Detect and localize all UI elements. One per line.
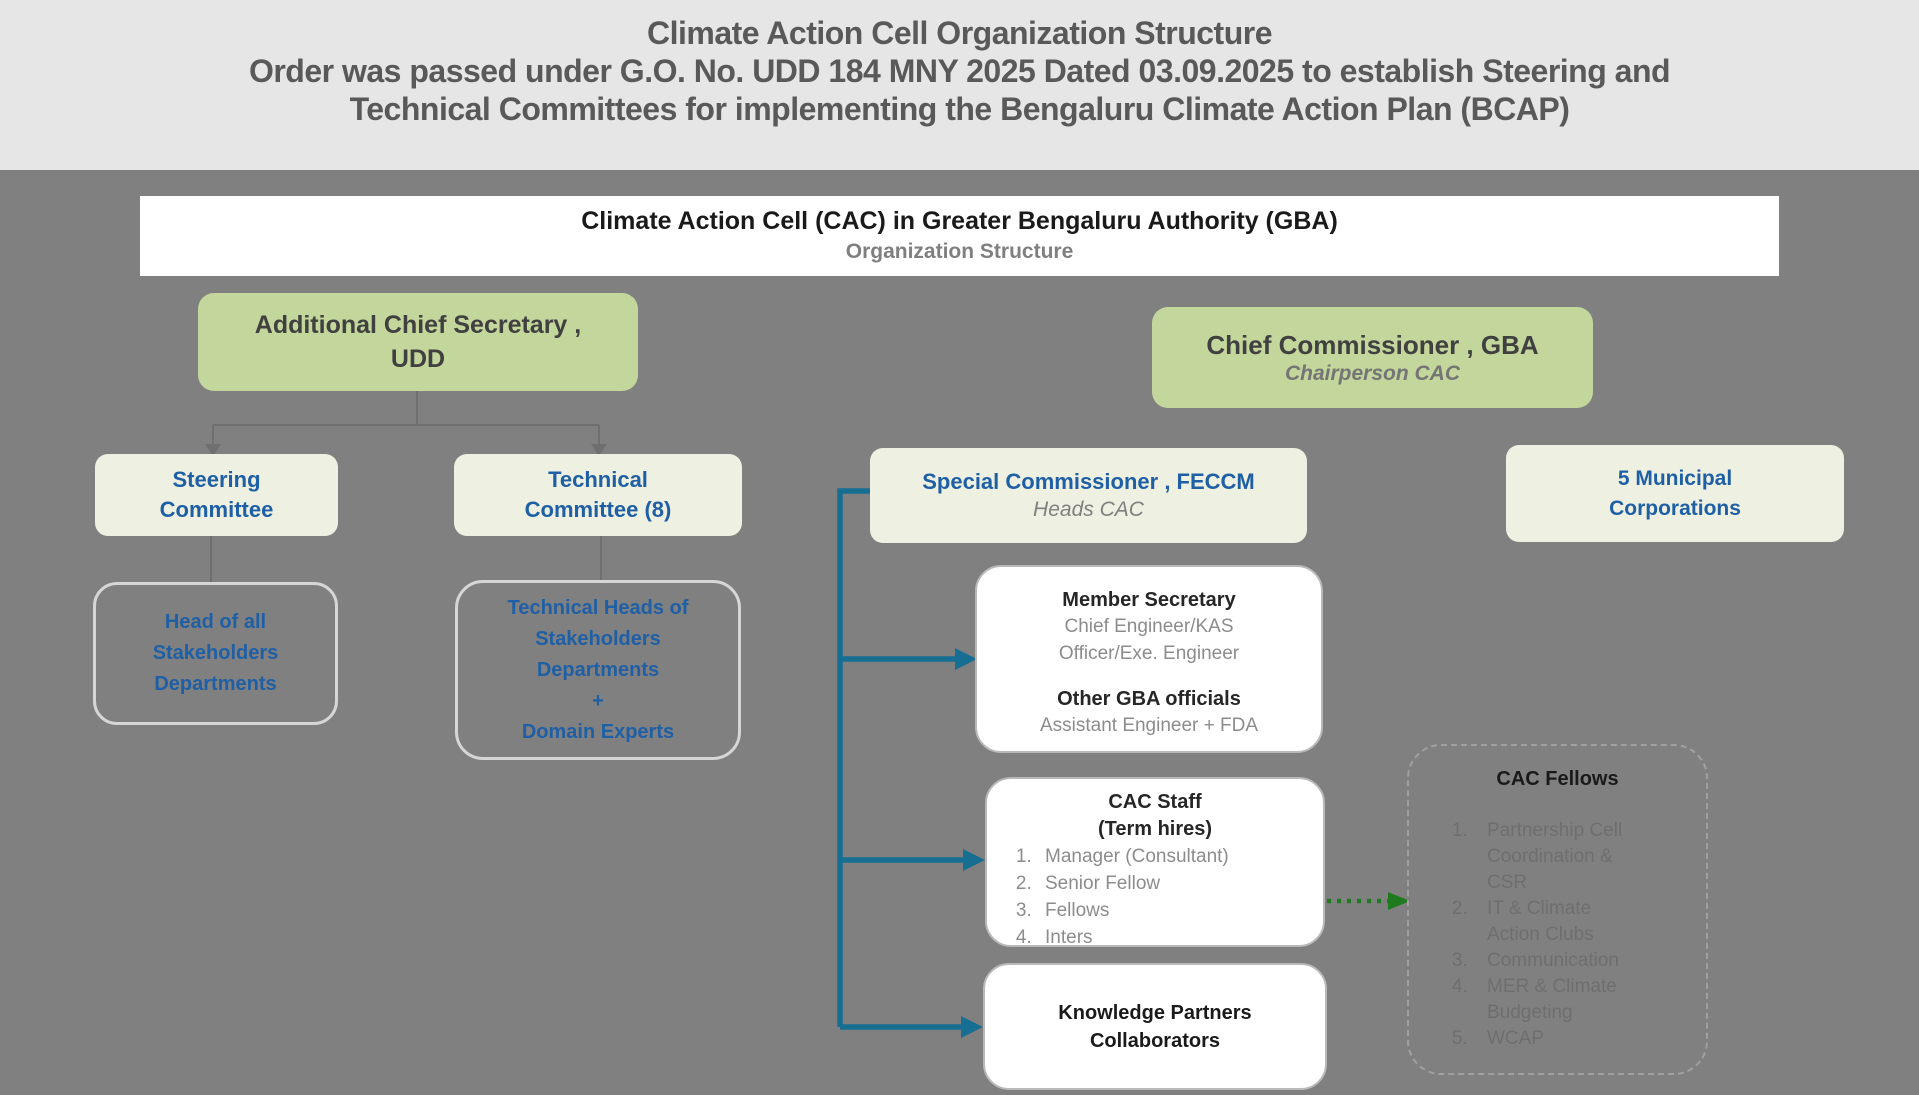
list-item: Partnership Cell Coordination & CSR: [1473, 818, 1639, 896]
list-item: Senior Fellow: [1037, 870, 1229, 897]
list-item: Inters: [1037, 924, 1229, 951]
cac-staff-list: Manager (Consultant)Senior FellowFellows…: [987, 843, 1229, 951]
node-special-commissioner: Special Commissioner , FECCM Heads CAC: [870, 448, 1307, 543]
diagram-title: Climate Action Cell (CAC) in Greater Ben…: [581, 207, 1338, 235]
node-head-of-stakeholders: Head of all Stakeholders Departments: [93, 582, 338, 725]
node-technical-heads: Technical Heads of Stakeholders Departme…: [455, 580, 741, 760]
cac-fellows-list: Partnership Cell Coordination & CSRIT & …: [1409, 818, 1639, 1052]
node-technical-committee: Technical Committee (8): [454, 454, 742, 536]
member-secretary-heading: Member Secretary: [1062, 589, 1236, 611]
special-commissioner-title: Special Commissioner , FECCM: [922, 469, 1255, 494]
list-item: WCAP: [1473, 1026, 1639, 1052]
cac-staff-heading: CAC Staff (Term hires): [1097, 791, 1213, 840]
chief-commissioner-role: Chairperson CAC: [1284, 361, 1461, 385]
chief-commissioner-title: Chief Commissioner , GBA: [1206, 329, 1539, 360]
list-item: IT & Climate Action Clubs: [1473, 896, 1639, 948]
teal-spine-line: [837, 488, 872, 1027]
node-steering-committee: Steering Committee: [95, 454, 338, 536]
list-item: Fellows: [1037, 897, 1229, 924]
header-subtitle: Order was passed under G.O. No. UDD 184 …: [248, 53, 1671, 127]
member-secretary-arrowhead-icon: [955, 648, 977, 670]
member-secretary-detail: Chief Engineer/KAS Officer/Exe. Engineer: [1058, 616, 1240, 664]
node-knowledge-partners: Knowledge Partners Collaborators: [983, 963, 1327, 1090]
knowledge-partners-arrowhead-icon: [961, 1016, 983, 1038]
node-chief-commissioner: Chief Commissioner , GBA Chairperson CAC: [1152, 307, 1593, 408]
other-gba-officials-heading: Other GBA officials: [1057, 688, 1241, 710]
other-gba-officials-detail: Assistant Engineer + FDA: [1039, 715, 1259, 736]
teal-connector-lines: [837, 488, 964, 1030]
header-title: Climate Action Cell Organization Structu…: [646, 15, 1273, 51]
diagram-subtitle: Organization Structure: [845, 240, 1074, 263]
diagram-title-bar: Climate Action Cell (CAC) in Greater Ben…: [140, 196, 1779, 276]
slide-header: Climate Action Cell Organization Structu…: [0, 0, 1919, 170]
list-item: Communication: [1473, 948, 1639, 974]
cac-fellows-heading: CAC Fellows: [1496, 768, 1619, 790]
list-item: Manager (Consultant): [1037, 843, 1229, 870]
special-commissioner-role: Heads CAC: [1033, 498, 1144, 521]
node-municipal-corporations: 5 Municipal Corporations: [1506, 445, 1844, 542]
list-item: MER & Climate Budgeting: [1473, 974, 1639, 1026]
node-cac-fellows: CAC Fellows Partnership Cell Coordinatio…: [1407, 744, 1708, 1075]
node-additional-chief-secretary: Additional Chief Secretary , UDD: [198, 293, 638, 391]
cac-staff-arrowhead-icon: [963, 849, 985, 871]
node-cac-staff: CAC Staff (Term hires) Manager (Consulta…: [985, 777, 1325, 948]
node-member-secretary: Member Secretary Chief Engineer/KAS Offi…: [975, 565, 1323, 753]
